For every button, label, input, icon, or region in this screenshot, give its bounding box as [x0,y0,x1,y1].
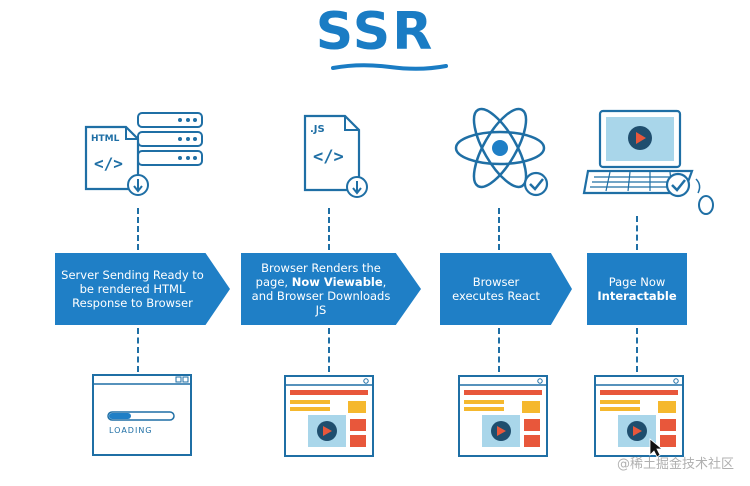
title-underline [331,63,448,71]
page-screen-3 [458,375,548,457]
step-2-text-after: , and Browser Downloads JS [251,275,391,317]
js-file-label: .JS [310,124,325,135]
code-glyph: </> [94,154,123,173]
step-3-text: Browser executes React [452,275,540,303]
connector-2-top [328,208,330,250]
page-title: SSR [315,2,435,62]
step-4-bold: Interactable [597,289,677,303]
laptop-icon [582,109,714,215]
step-banner-4: Page Now Interactable [587,253,687,325]
connector-4-top [636,216,638,250]
cursor-icon [649,438,664,457]
html-file-label: HTML [91,134,120,144]
watermark: @稀土掘金技术社区 [616,457,734,472]
html-file-server-icon: HTML </> [84,112,203,196]
connector-4-bottom [636,328,638,372]
step-2-text: Browser Renders the page, Now Viewable, … [247,261,415,317]
react-atom-icon [454,107,549,197]
step-2-bold: Now Viewable [291,275,383,289]
connector-3-bottom [498,328,500,372]
step-banner-2: Browser Renders the page, Now Viewable, … [241,253,421,325]
js-file-icon: .JS </> [303,114,368,198]
connector-1-top [137,208,139,250]
step-banner-1: Server Sending Ready to be rendered HTML… [55,253,230,325]
connector-1-bottom [137,328,139,372]
code-glyph: </> [313,147,344,167]
step-2-text-before: Browser Renders the page, [255,261,381,289]
page-screen-2 [284,375,374,457]
step-4-text: Page Now Interactable [597,275,676,303]
page-screen-4 [594,375,684,457]
loading-screen: LOADING [92,374,192,456]
step-banner-3: Browser executes React [440,253,572,325]
step-4-text-before: Page Now [608,275,666,289]
loading-label: LOADING [109,426,153,435]
connector-3-top [498,208,500,250]
connector-2-bottom [328,328,330,372]
step-1-text: Server Sending Ready to be rendered HTML… [61,268,204,310]
